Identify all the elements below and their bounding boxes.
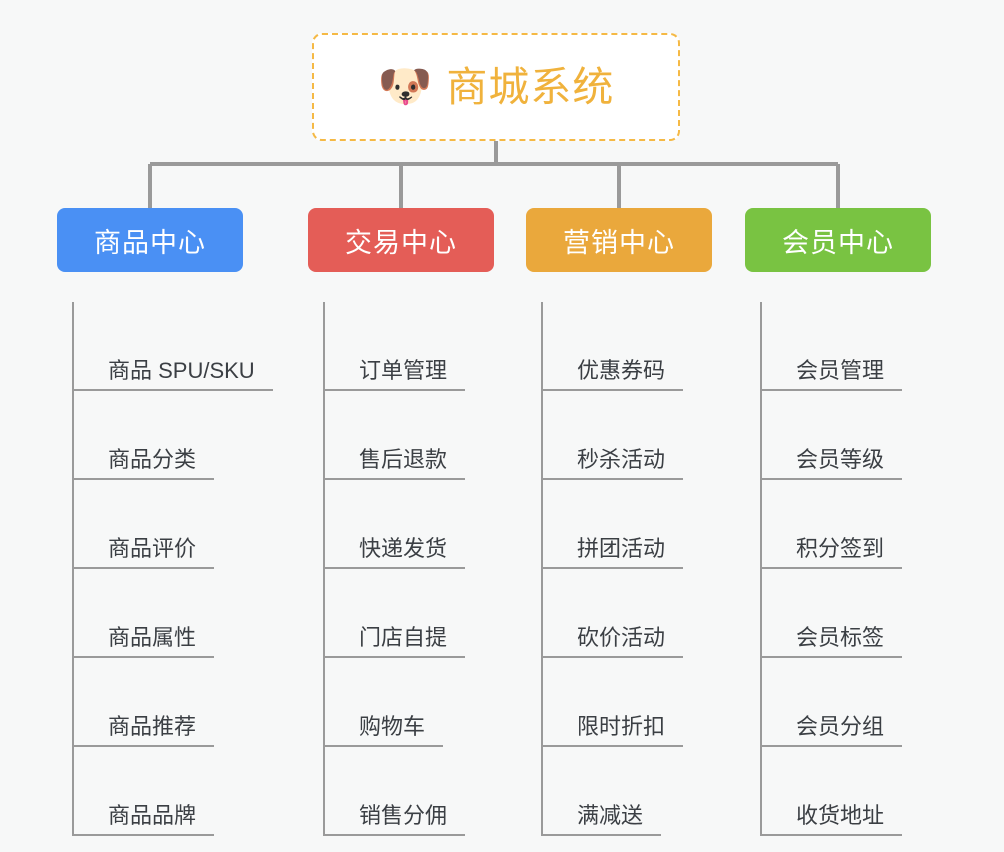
list-item[interactable]: 会员分组 — [762, 658, 931, 747]
list-item[interactable]: 快递发货 — [325, 480, 494, 569]
branch-header-2[interactable]: 交易中心 — [308, 208, 494, 272]
root-node-mall-system[interactable]: 🐶 商城系统 — [312, 33, 680, 141]
list-item[interactable]: 会员管理 — [762, 302, 931, 391]
list-item[interactable]: 商品评价 — [74, 480, 273, 569]
leaf-label: 会员分组 — [762, 714, 903, 747]
leaf-label: 商品推荐 — [74, 714, 215, 747]
branch-header-1[interactable]: 商品中心 — [57, 208, 243, 272]
leaf-label: 商品 SPU/SKU — [74, 358, 273, 391]
leaf-label: 积分签到 — [762, 536, 903, 569]
list-item[interactable]: 优惠券码 — [543, 302, 712, 391]
leaf-label: 砍价活动 — [543, 625, 684, 658]
list-item[interactable]: 砍价活动 — [543, 569, 712, 658]
leaf-label: 限时折扣 — [543, 714, 684, 747]
branch-header-4[interactable]: 会员中心 — [745, 208, 931, 272]
leaf-label: 商品品牌 — [74, 803, 215, 836]
branch-header-3[interactable]: 营销中心 — [526, 208, 712, 272]
list-item[interactable]: 拼团活动 — [543, 480, 712, 569]
branch-header-label-4: 会员中心 — [782, 227, 894, 258]
branch-column-4: 会员中心 会员管理 会员等级 积分签到 会员标签 会员分组 — [745, 208, 931, 852]
list-item[interactable]: 商品分类 — [74, 391, 273, 480]
list-item[interactable]: 收货地址 — [762, 747, 931, 836]
list-item[interactable]: 订单管理 — [325, 302, 494, 391]
dog-face-icon: 🐶 — [377, 62, 433, 111]
leaf-label: 商品评价 — [74, 536, 215, 569]
list-item[interactable]: 购物车 — [325, 658, 494, 747]
leaf-label: 会员管理 — [762, 358, 903, 391]
list-item[interactable]: 会员标签 — [762, 569, 931, 658]
list-item[interactable]: 商品推荐 — [74, 658, 273, 747]
list-item[interactable]: 限时折扣 — [543, 658, 712, 747]
branch-header-label-1: 商品中心 — [94, 227, 206, 258]
leaf-label: 商品分类 — [74, 447, 215, 480]
list-item[interactable]: 积分签到 — [762, 480, 931, 569]
leaf-label: 优惠券码 — [543, 358, 684, 391]
leaf-list-3: 优惠券码 秒杀活动 拼团活动 砍价活动 限时折扣 满减送 — [541, 302, 712, 836]
list-item[interactable]: 售后退款 — [325, 391, 494, 480]
leaf-label: 满减送 — [543, 803, 662, 836]
leaf-label: 会员标签 — [762, 625, 903, 658]
list-item[interactable]: 满减送 — [543, 747, 712, 836]
branch-header-label-2: 交易中心 — [345, 227, 457, 258]
list-item[interactable]: 销售分佣 — [325, 747, 494, 836]
branch-column-2: 交易中心 订单管理 售后退款 快递发货 门店自提 购物车 — [308, 208, 494, 852]
leaf-label: 售后退款 — [325, 447, 466, 480]
leaf-label: 秒杀活动 — [543, 447, 684, 480]
list-item[interactable]: 商品 SPU/SKU — [74, 302, 273, 391]
leaf-label: 快递发货 — [325, 536, 466, 569]
leaf-label: 订单管理 — [325, 358, 466, 391]
leaf-list-2: 订单管理 售后退款 快递发货 门店自提 购物车 销售分佣 — [323, 302, 494, 836]
leaf-list-1: 商品 SPU/SKU 商品分类 商品评价 商品属性 商品推荐 商品品牌 — [72, 302, 273, 836]
list-item[interactable]: 商品品牌 — [74, 747, 273, 836]
leaf-label: 购物车 — [325, 714, 444, 747]
leaf-label: 销售分佣 — [325, 803, 466, 836]
branch-header-label-3: 营销中心 — [563, 227, 675, 258]
list-item[interactable]: 门店自提 — [325, 569, 494, 658]
branch-column-3: 营销中心 优惠券码 秒杀活动 拼团活动 砍价活动 限时折扣 — [526, 208, 712, 852]
list-item[interactable]: 商品属性 — [74, 569, 273, 658]
list-item[interactable]: 会员等级 — [762, 391, 931, 480]
leaf-label: 拼团活动 — [543, 536, 684, 569]
branch-column-1: 商品中心 商品 SPU/SKU 商品分类 商品评价 商品属性 商品推荐 — [57, 208, 273, 852]
root-node-title: 商城系统 — [446, 63, 615, 110]
leaf-label: 会员等级 — [762, 447, 903, 480]
list-item[interactable]: 秒杀活动 — [543, 391, 712, 480]
leaf-label: 门店自提 — [325, 625, 466, 658]
leaf-label: 商品属性 — [74, 625, 215, 658]
leaf-label: 收货地址 — [762, 803, 903, 836]
leaf-list-4: 会员管理 会员等级 积分签到 会员标签 会员分组 收货地址 — [760, 302, 931, 836]
